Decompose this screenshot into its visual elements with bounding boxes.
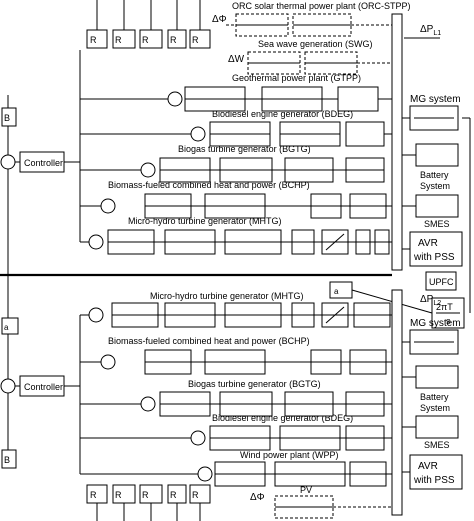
smes-label-1: SMES: [424, 219, 450, 229]
delta-pl2-label: ΔPL2: [420, 294, 441, 307]
smes-block-1: [415, 194, 459, 218]
wpp-sum: [197, 466, 213, 482]
delta-w-label: ΔW: [228, 54, 245, 65]
bdeg-title-2: Biodiesel engine generator (BDEG): [212, 413, 353, 423]
bdeg-sum-2: [190, 430, 206, 446]
droop-blocks-area2: R R R R R: [86, 484, 211, 521]
bchp-title-1: Biomass-fueled combined heat and power (…: [108, 180, 310, 190]
bgtg-sum-2: [140, 396, 156, 412]
mhtg-sum-2: [88, 307, 104, 323]
droop-label-bchp1: R: [115, 35, 122, 45]
bdeg-gain-1: [345, 121, 385, 147]
s-label: s: [446, 316, 451, 326]
smes-label-2: SMES: [424, 440, 450, 450]
battery-block-2: [415, 365, 459, 389]
battery-block-1: [415, 143, 459, 167]
gtpp-sum: [167, 91, 183, 107]
upfc-label: UPFC: [429, 277, 454, 287]
controller-1-label: Controller: [24, 158, 63, 168]
upfc-block: [425, 271, 457, 291]
bias-block-1: [1, 107, 17, 127]
a12-label-2: a: [4, 323, 9, 332]
summing-bus-1: [391, 13, 403, 271]
bgtg-sum-1: [140, 162, 156, 178]
droop-label-w2: R: [192, 490, 199, 500]
droop-blocks-area1: R R R R R: [86, 0, 211, 49]
battery-label-2: Battery: [420, 392, 449, 402]
mhtg-title-1: Micro-hydro turbine generator (MHTG): [128, 216, 282, 226]
wpp-title: Wind power plant (WPP): [240, 450, 339, 460]
bgtg-title-2: Biogas turbine generator (BGTG): [188, 379, 321, 389]
pv-title: PV: [300, 485, 312, 495]
bias-label-2: B: [4, 455, 10, 465]
mhtg-sum-1: [88, 234, 104, 250]
bias-block-2: [1, 449, 17, 469]
bdeg-title-1: Biodiesel engine generator (BDEG): [212, 109, 353, 119]
droop-label-bchp2: R: [115, 490, 122, 500]
droop-label-bgtg2: R: [142, 490, 149, 500]
mg-system-1: MG system: [410, 94, 461, 105]
avr-label-1: AVR: [418, 238, 438, 249]
bchp-sum-1: [100, 198, 116, 214]
system-label-2: System: [420, 403, 450, 413]
controller-2-label: Controller: [24, 382, 63, 392]
bdeg-sum-1: [190, 126, 206, 142]
mhtg-title-2: Micro-hydro turbine generator (MHTG): [150, 291, 304, 301]
delta-pl1-label: ΔPL1: [420, 24, 441, 37]
battery-label-1: Battery: [420, 170, 449, 180]
droop-label-bd2: R: [170, 490, 177, 500]
system-label-1: System: [420, 181, 450, 191]
with-pss-label-2: with PSS: [413, 475, 455, 486]
gtpp-gain-block: [337, 86, 379, 112]
gtpp-title: Geothermal power plant (GTPP): [232, 73, 361, 83]
smes-block-2: [415, 415, 459, 439]
ace-sum-1: [0, 154, 16, 170]
droop-label-th1: R: [90, 35, 97, 45]
avr-pss-block-2: [409, 454, 463, 490]
delta-phi-pv-label: ΔΦ: [250, 492, 265, 503]
with-pss-label-1: with PSS: [413, 252, 455, 263]
bchp-sum-2: [100, 354, 116, 370]
swg-title: Sea wave generation (SWG): [258, 39, 373, 49]
droop-label-bd1: R: [170, 35, 177, 45]
droop-label-th2: R: [90, 490, 97, 500]
two-pi-label: 2πT: [436, 302, 453, 312]
delta-phi-label: ΔΦ: [212, 14, 227, 25]
mg-system-2: MG system: [410, 318, 461, 329]
bias-label-1: B: [4, 113, 10, 123]
a12-label-1: a: [334, 287, 339, 296]
bchp-title-2: Biomass-fueled combined heat and power (…: [108, 336, 310, 346]
droop-label-bgtg1: R: [142, 35, 149, 45]
a12-block-2: [1, 317, 19, 335]
orc-title: ORC solar thermal power plant (ORC-STPP): [232, 1, 411, 11]
ace-sum-2: [0, 378, 16, 394]
avr-label-2: AVR: [418, 461, 438, 472]
bgtg-title-1: Biogas turbine generator (BGTG): [178, 144, 311, 154]
droop-label-geo1: R: [192, 35, 199, 45]
summing-bus-2: [391, 289, 403, 516]
